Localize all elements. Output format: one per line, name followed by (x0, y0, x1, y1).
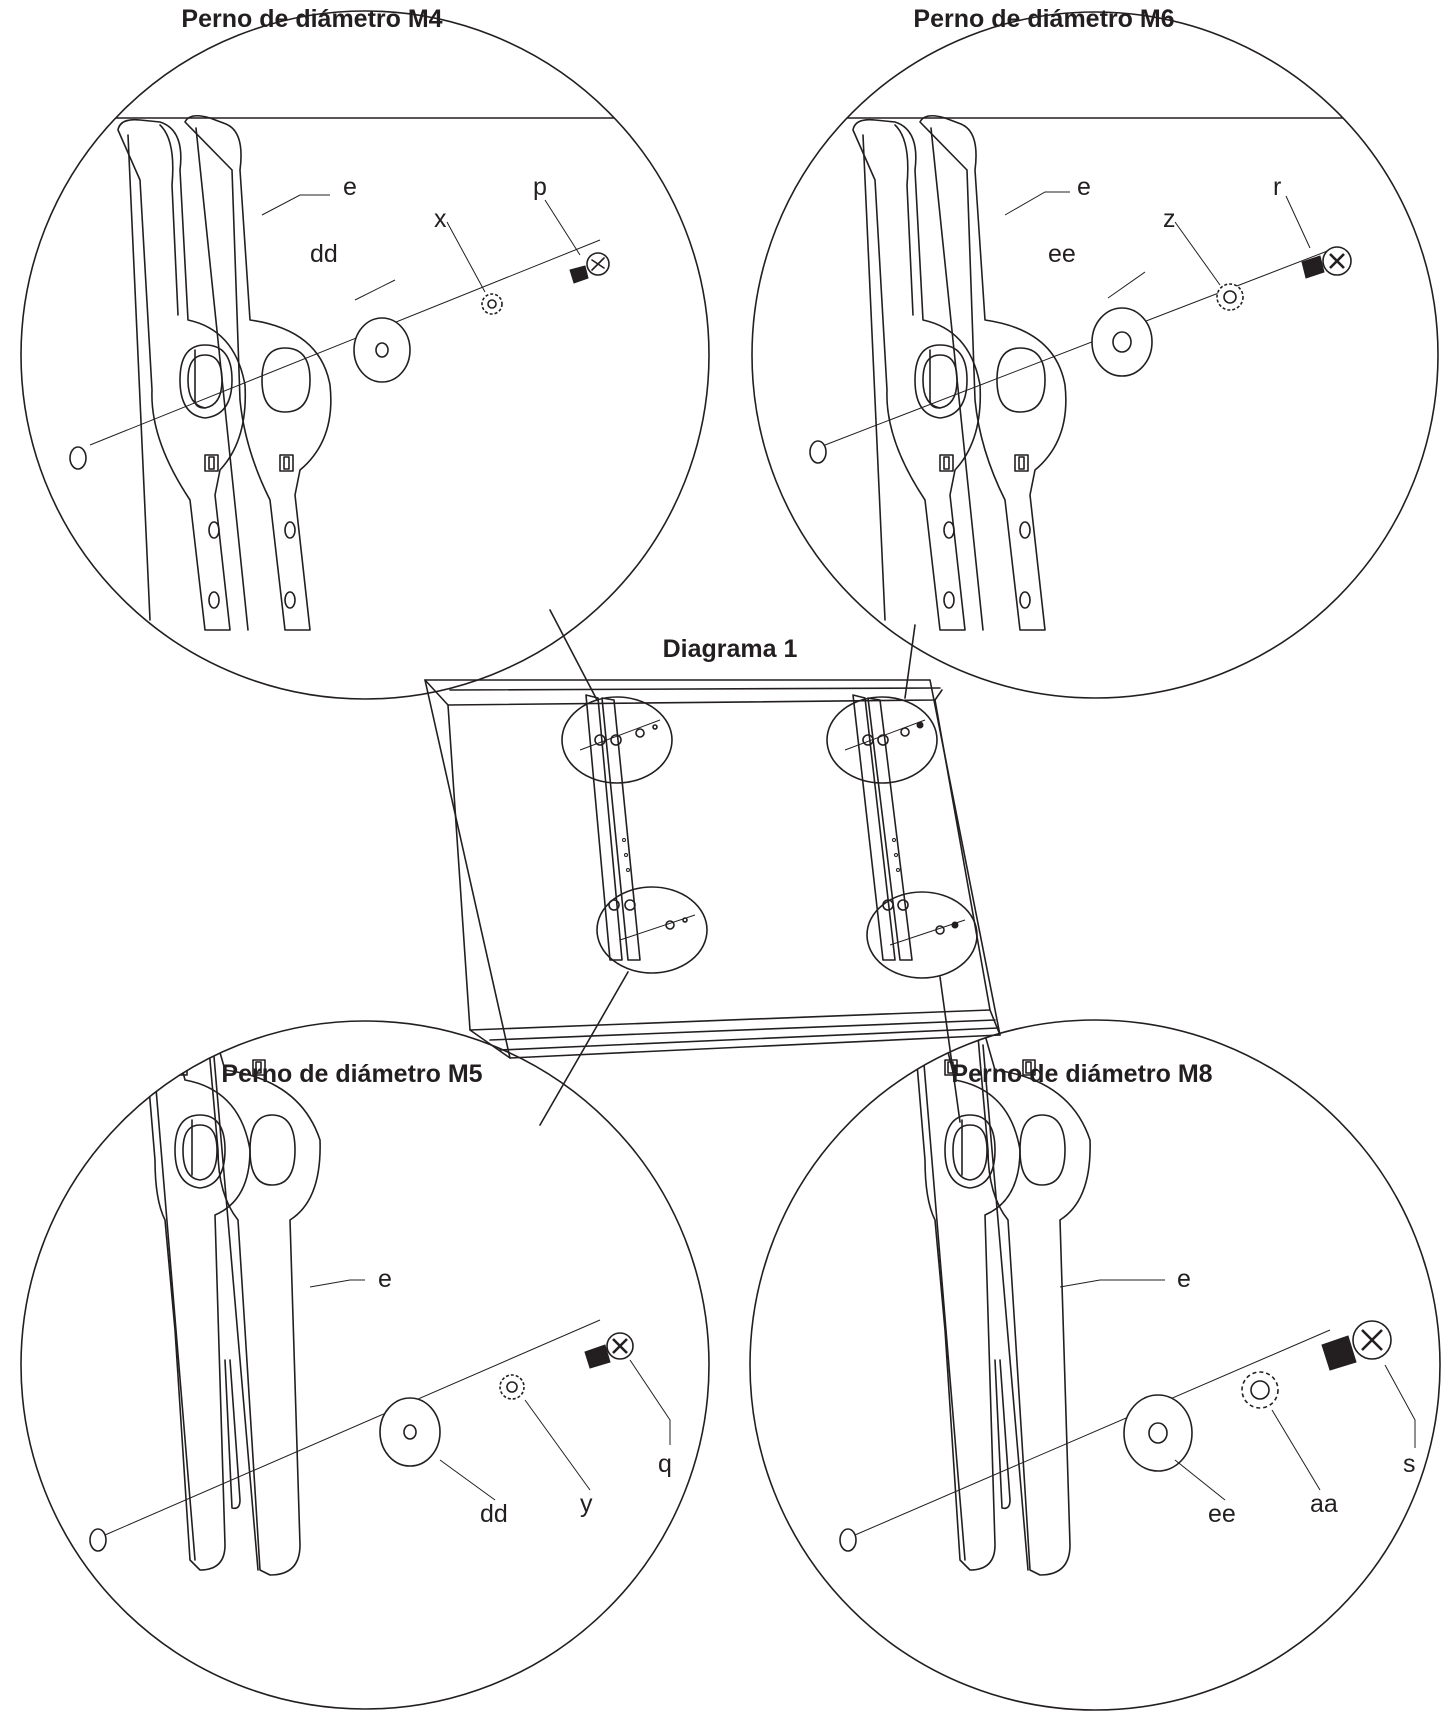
connector-m4 (549, 609, 598, 701)
detail-m8: Perno de diámetro M8 (749, 1019, 1441, 1711)
tv-hole-icon (839, 1528, 857, 1552)
detail-m6: Perno de diámetro M6 (751, 5, 1439, 699)
connector-m8 (939, 976, 961, 1123)
label-lock-washer: z (1163, 205, 1176, 233)
tv-panel-overview: Diagrama 1 (424, 609, 1001, 1126)
label-lock-washer: x (434, 205, 447, 233)
lock-washer-icon (1241, 1371, 1279, 1409)
label-bolt: s (1403, 1450, 1416, 1478)
mounting-bracket-icon (117, 114, 332, 631)
label-washer: dd (310, 240, 338, 268)
label-lock-washer: y (580, 1490, 593, 1518)
label-washer: ee (1208, 1500, 1236, 1528)
connector-m6 (904, 624, 916, 699)
screw-icon (584, 1332, 634, 1369)
detail-m4-title: Perno de diámetro M4 (181, 5, 442, 33)
screw-icon (1301, 246, 1352, 279)
detail-m8-title: Perno de diámetro M8 (951, 1060, 1212, 1088)
callout-m4 (561, 696, 673, 784)
lock-washer-icon (1216, 283, 1244, 311)
label-washer: dd (480, 1500, 508, 1528)
label-washer: ee (1048, 240, 1076, 268)
diagram-title: Diagrama 1 (663, 635, 798, 663)
label-bolt: r (1273, 173, 1281, 201)
lock-washer-icon (499, 1374, 525, 1400)
callout-m5 (596, 886, 708, 974)
detail-m4-circle (20, 10, 710, 700)
label-bolt: q (658, 1450, 672, 1478)
detail-m8-circle (749, 1019, 1441, 1711)
lock-washer-icon (481, 293, 503, 315)
detail-m6-circle (751, 11, 1439, 699)
detail-m5-circle (20, 1020, 710, 1710)
flat-washer-icon (353, 317, 411, 383)
callout-m8 (866, 891, 978, 979)
mounting-bracket-icon (852, 694, 913, 961)
detail-m4: Perno de diámetro M4 (20, 5, 710, 700)
label-bracket-e: e (343, 173, 357, 201)
tv-hole-icon (89, 1528, 107, 1552)
label-bracket-e: e (1077, 173, 1091, 201)
tv-panel-icon (424, 679, 1001, 1059)
connector-m5 (539, 971, 629, 1126)
tv-hole-icon (69, 446, 87, 470)
callout-m6 (826, 696, 938, 784)
label-bracket-e: e (378, 1265, 392, 1293)
flat-washer-icon (1091, 307, 1153, 377)
label-lock-washer: aa (1310, 1490, 1338, 1518)
mounting-bracket-icon (585, 694, 641, 961)
flat-washer-icon (1123, 1394, 1193, 1472)
detail-m6-title: Perno de diámetro M6 (913, 5, 1174, 33)
screw-icon (569, 252, 610, 284)
label-bolt: p (533, 173, 547, 201)
tv-hole-icon (809, 440, 827, 464)
detail-m5: Perno de diámetro M5 (20, 1020, 710, 1710)
mounting-bracket-icon (852, 114, 1067, 631)
label-bracket-e: e (1177, 1265, 1191, 1293)
screw-icon (1321, 1320, 1392, 1371)
flat-washer-icon (379, 1397, 441, 1467)
